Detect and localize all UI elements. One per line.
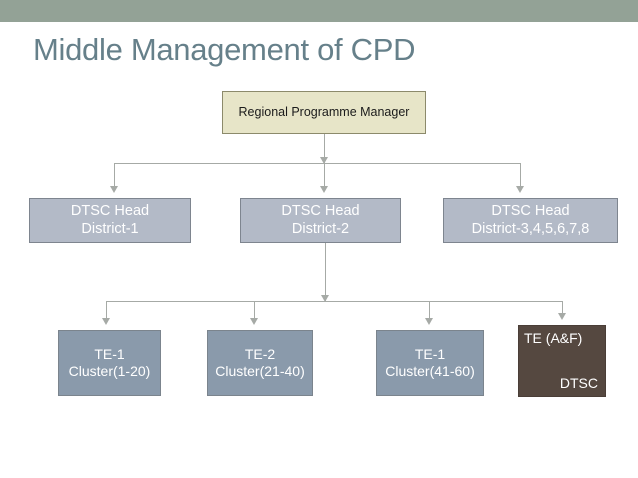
- node-dtsc-head-district-2[interactable]: DTSC Head District-2: [240, 198, 401, 243]
- accent-top-bar: [0, 0, 638, 22]
- node-label: Regional Programme Manager: [238, 105, 410, 120]
- connector-te-1-drop: [106, 301, 108, 322]
- node-te-af-dtsc[interactable]: TE (A&F) DTSC: [518, 325, 606, 397]
- node-label-line2: Cluster(41-60): [385, 363, 475, 379]
- node-label-line1: TE-1: [94, 346, 125, 363]
- connector-district-2-drop: [324, 163, 326, 189]
- connector-te-stem: [325, 243, 327, 301]
- node-label-line2: DTSC: [559, 375, 598, 391]
- connector-arrow-te-3: [425, 318, 433, 325]
- node-label-line1: TE (A&F): [524, 330, 583, 346]
- connector-district-1-drop: [114, 163, 116, 189]
- node-label-line1: DTSC Head: [491, 203, 570, 220]
- node-label-line2: District-2: [291, 220, 350, 237]
- connector-district-bus: [114, 163, 521, 165]
- connector-arrow-district-3: [516, 186, 524, 193]
- node-regional-programme-manager[interactable]: Regional Programme Manager: [222, 91, 426, 134]
- connector-arrow-te-2: [250, 318, 258, 325]
- node-label-line1: TE-1: [414, 346, 446, 363]
- node-label-line1: DTSC Head: [281, 203, 360, 220]
- connector-arrow-district-2: [320, 186, 328, 193]
- node-label-line2: Cluster(1-20): [68, 363, 151, 379]
- node-te-1-cluster-1-20[interactable]: TE-1 Cluster(1-20): [58, 330, 161, 396]
- connector-root-stem: [324, 134, 326, 163]
- node-label-line2: District-1: [81, 220, 139, 237]
- node-label-line2: District-3,4,5,6,7,8: [471, 220, 590, 237]
- node-label-line2: Cluster(21-40): [215, 363, 305, 379]
- connector-arrow-mid-crossing: [320, 157, 328, 164]
- node-te-2-cluster-21-40[interactable]: TE-2 Cluster(21-40): [207, 330, 313, 396]
- connector-te-3-drop: [429, 301, 431, 322]
- connector-arrow-support: [558, 313, 566, 320]
- page-title: Middle Management of CPD: [33, 32, 416, 67]
- connector-arrow-te-crossing: [321, 295, 329, 302]
- node-dtsc-head-district-3-to-8[interactable]: DTSC Head District-3,4,5,6,7,8: [443, 198, 618, 243]
- connector-te-2-drop: [254, 301, 256, 322]
- node-te-1-cluster-41-60[interactable]: TE-1 Cluster(41-60): [376, 330, 484, 396]
- node-dtsc-head-district-1[interactable]: DTSC Head District-1: [29, 198, 191, 243]
- node-label-line1: TE-2: [244, 346, 276, 363]
- connector-arrow-district-1: [110, 186, 118, 193]
- node-label-line1: DTSC Head: [70, 203, 150, 220]
- connector-support-drop: [562, 301, 564, 317]
- connector-district-3-drop: [520, 163, 522, 189]
- connector-arrow-te-1: [102, 318, 110, 325]
- connector-te-bus: [106, 301, 563, 303]
